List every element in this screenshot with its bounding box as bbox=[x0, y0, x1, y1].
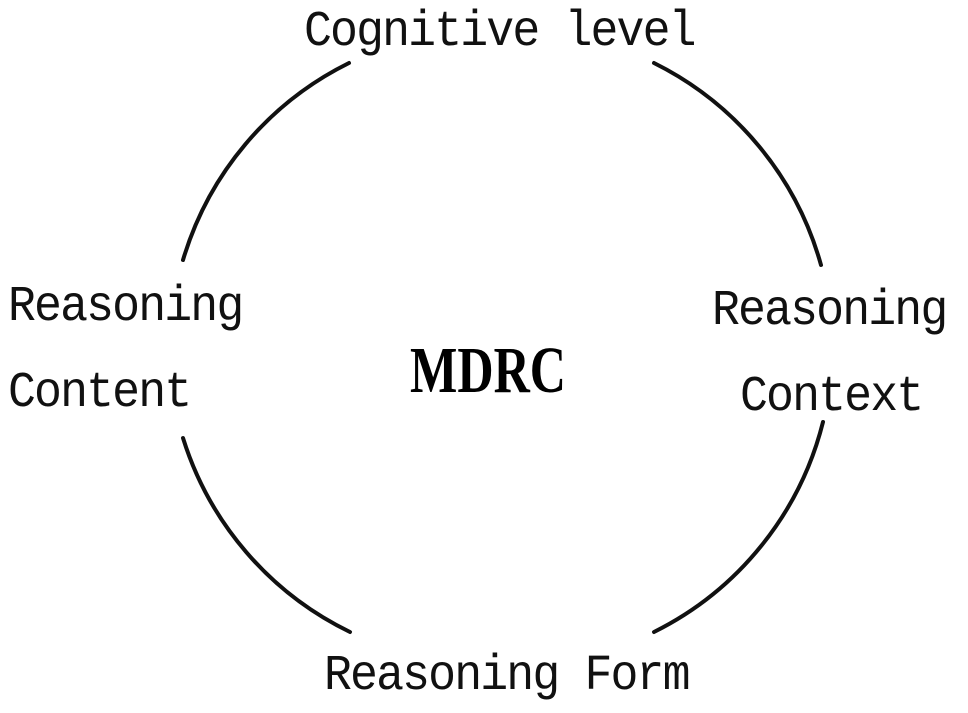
right-label-line1: Reasoning bbox=[712, 283, 948, 340]
arc-top-right bbox=[652, 61, 823, 267]
left-label-line1: Reasoning bbox=[8, 279, 244, 336]
right-label-line2: Context bbox=[740, 369, 924, 426]
center-title: MDRC bbox=[410, 334, 567, 407]
arc-top-left bbox=[181, 61, 351, 262]
arc-bottom-left bbox=[181, 436, 352, 634]
top-label: Cognitive level bbox=[304, 4, 697, 61]
bottom-label: Reasoning Form bbox=[324, 648, 690, 705]
arc-bottom-right bbox=[652, 420, 825, 634]
left-label-line2: Content bbox=[8, 365, 192, 422]
